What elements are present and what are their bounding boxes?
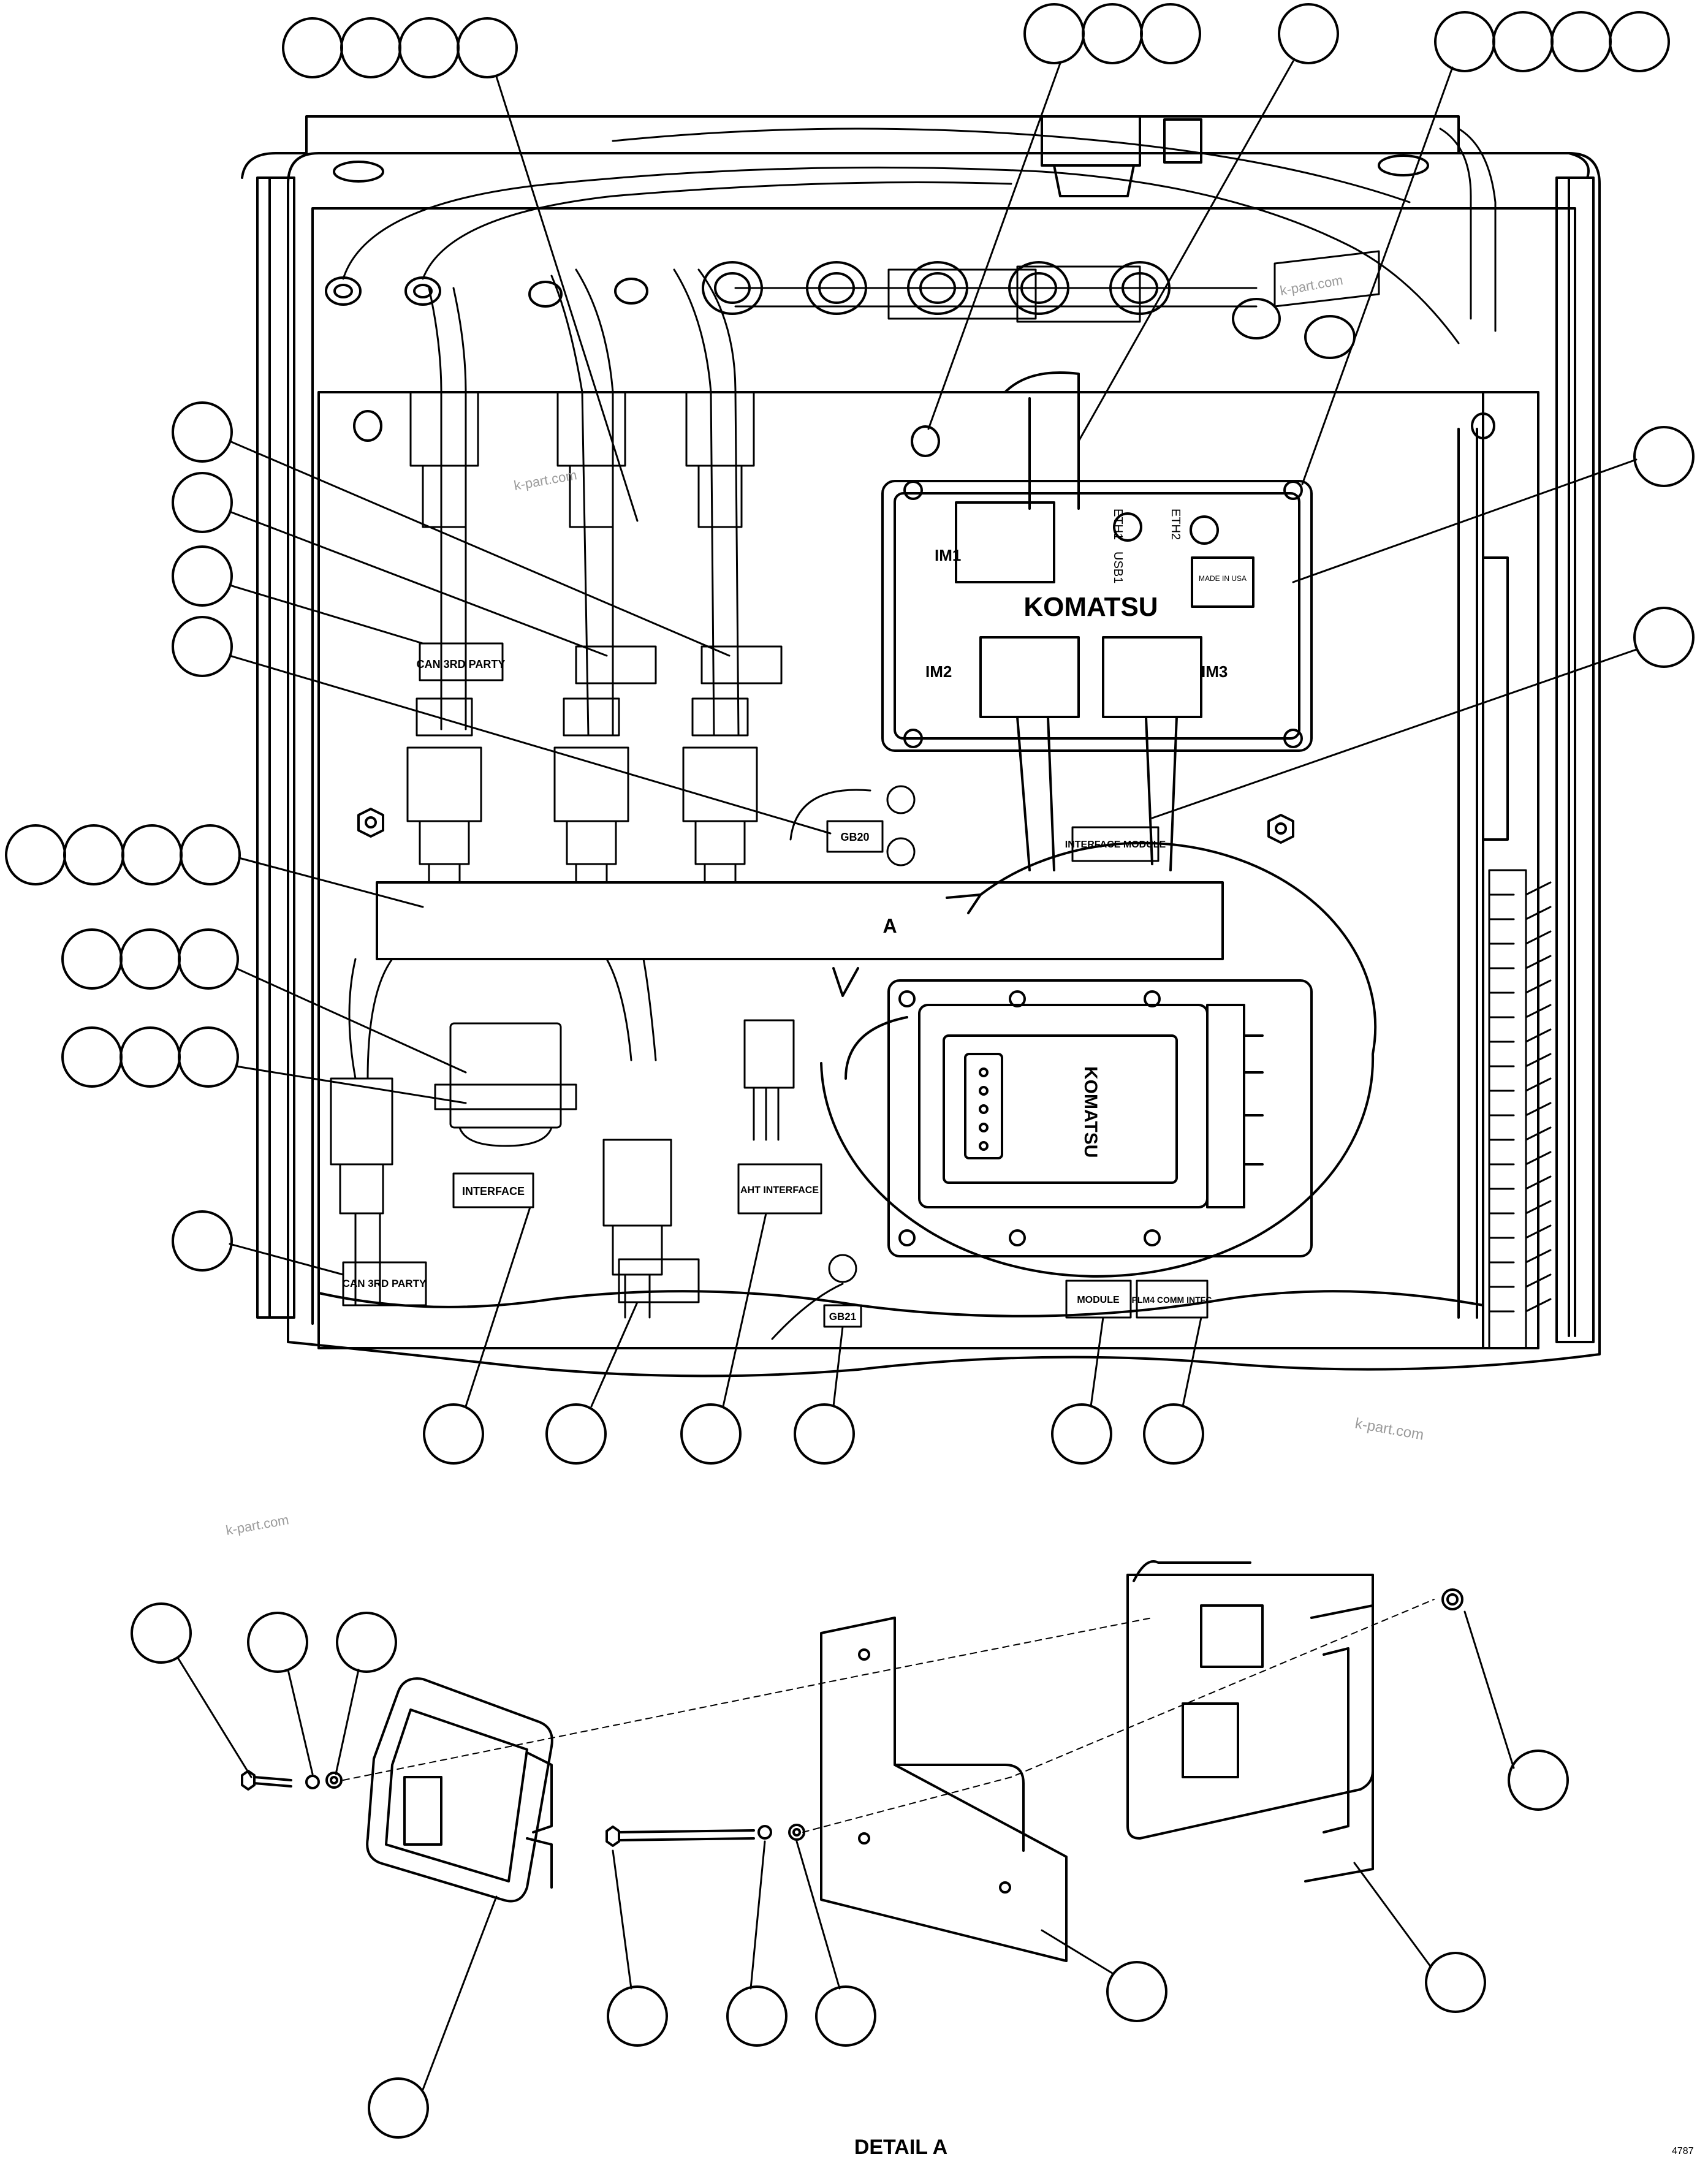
watermark: k-part.com bbox=[1354, 1415, 1425, 1443]
callout-circle bbox=[247, 1612, 308, 1673]
callout-circle bbox=[178, 928, 239, 990]
callout-circle bbox=[61, 928, 123, 990]
callout-circle bbox=[5, 824, 66, 885]
callout-circle bbox=[1051, 1403, 1112, 1465]
callout-circle bbox=[1278, 3, 1339, 64]
module-im1: IM1 bbox=[935, 546, 961, 564]
figure-code: 4787 bbox=[1672, 2146, 1694, 2156]
callout-circle bbox=[1633, 607, 1695, 668]
callout-circle bbox=[1106, 1961, 1167, 2022]
callout-circle bbox=[1425, 1952, 1486, 2013]
callout-circle bbox=[340, 17, 401, 78]
callout-circle bbox=[63, 824, 124, 885]
callout-circle bbox=[1023, 3, 1085, 64]
callout-circles-bottom bbox=[131, 1602, 1569, 2139]
callout-circle bbox=[172, 545, 233, 607]
module-usb1: USB1 bbox=[1111, 552, 1125, 583]
label-interface: INTERFACE bbox=[462, 1185, 525, 1197]
callout-circle bbox=[178, 1026, 239, 1088]
label-gb21: GB21 bbox=[829, 1311, 856, 1322]
callout-circle bbox=[172, 401, 233, 463]
callout-circle bbox=[457, 17, 518, 78]
label-can-3rd-party-bottom: CAN 3RD PARTY bbox=[343, 1278, 427, 1289]
callout-circle bbox=[120, 928, 181, 990]
callout-circle bbox=[1143, 1403, 1204, 1465]
label-aht-interface: AHT INTERFACE bbox=[740, 1185, 819, 1196]
callout-circle bbox=[1140, 3, 1201, 64]
callout-circle bbox=[172, 1210, 233, 1272]
label-gb20: GB20 bbox=[840, 831, 869, 843]
callout-circle bbox=[172, 616, 233, 677]
callout-circle bbox=[794, 1403, 855, 1465]
enclosure-frame bbox=[241, 115, 1601, 1378]
callout-circle bbox=[336, 1612, 397, 1673]
detail-module-brand: KOMATSU bbox=[1080, 1066, 1101, 1158]
callout-circle bbox=[172, 472, 233, 533]
harness-connectors-upper bbox=[406, 268, 916, 884]
callout-circle bbox=[815, 1985, 876, 2047]
module-eth2: ETH2 bbox=[1169, 509, 1182, 540]
callout-circle bbox=[368, 2077, 429, 2139]
callout-circle bbox=[180, 824, 241, 885]
interface-module-upper bbox=[881, 371, 1313, 871]
callout-circle bbox=[1633, 426, 1695, 487]
callout-circle bbox=[120, 1026, 181, 1088]
callout-circle bbox=[680, 1403, 742, 1465]
callout-circle bbox=[1492, 11, 1554, 72]
watermark: k-part.com bbox=[225, 1512, 290, 1538]
module-im3: IM3 bbox=[1201, 662, 1228, 681]
callout-circle bbox=[1609, 11, 1670, 72]
detail-caption: DETAIL A bbox=[854, 2136, 947, 2159]
callout-circle bbox=[726, 1985, 788, 2047]
mounting-nuts bbox=[357, 808, 1294, 844]
leader-lines-top bbox=[229, 60, 1638, 1408]
module-made-in-usa: MADE IN USA bbox=[1199, 574, 1247, 583]
label-interface-module: INTERFACE MODULE bbox=[1065, 840, 1166, 850]
callout-circle bbox=[121, 824, 183, 885]
module-im2: IM2 bbox=[925, 662, 952, 681]
harness-connectors-lower bbox=[330, 958, 857, 1340]
callout-circle bbox=[1550, 11, 1612, 72]
detail-a-callout bbox=[820, 841, 1377, 1278]
exploded-assembly bbox=[241, 1560, 1463, 1962]
callout-circle bbox=[1434, 11, 1495, 72]
callout-circle bbox=[1082, 3, 1143, 64]
module-eth1: ETH1 bbox=[1111, 509, 1125, 540]
callout-circles-top bbox=[5, 3, 1695, 1465]
detail-marker: A bbox=[882, 915, 897, 937]
callout-circle bbox=[61, 1026, 123, 1088]
label-can-3rd-party-top: CAN 3RD PARTY bbox=[417, 658, 506, 670]
watermark: k-part.com bbox=[513, 467, 579, 493]
label-plm4-comm-intfc: PLM4 COMM INTFC bbox=[1132, 1295, 1212, 1305]
callout-circle bbox=[545, 1403, 607, 1465]
callout-circle bbox=[398, 17, 460, 78]
callout-circle bbox=[1508, 1750, 1569, 1811]
top-harness bbox=[342, 127, 1497, 344]
callout-circle bbox=[423, 1403, 484, 1465]
leader-lines-bottom bbox=[176, 1610, 1515, 2091]
callout-circle bbox=[131, 1602, 192, 1664]
label-module: MODULE bbox=[1077, 1295, 1120, 1305]
module-brand: KOMATSU bbox=[1023, 592, 1158, 622]
label-tags-upper bbox=[419, 642, 1160, 862]
watermark: k-part.com bbox=[1279, 272, 1345, 298]
callout-circle bbox=[282, 17, 343, 78]
detail-band bbox=[376, 881, 1224, 960]
callout-circle bbox=[607, 1985, 668, 2047]
